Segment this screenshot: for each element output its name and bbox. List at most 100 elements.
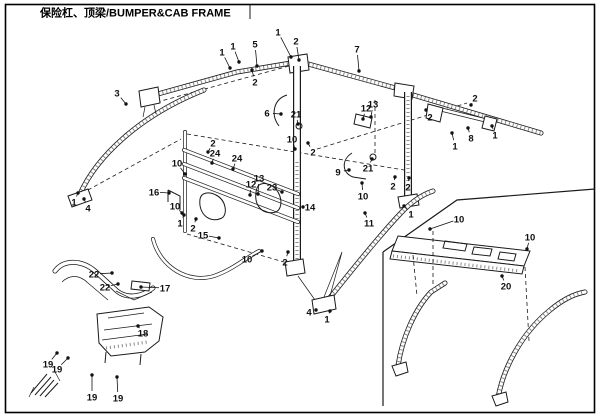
fastener-dot	[369, 115, 373, 119]
fastener-dot	[314, 308, 318, 312]
callout-label: 1	[275, 28, 281, 39]
callout-label: 2	[282, 258, 287, 269]
fastener-dot	[182, 213, 186, 217]
callout-leader	[252, 250, 263, 257]
callout-label: 8	[468, 134, 473, 145]
fastener-dot	[194, 217, 198, 221]
callout-label: 1	[492, 131, 498, 142]
fastener-dot	[293, 147, 297, 151]
fastener-dot	[363, 211, 367, 215]
fastener-dot	[360, 181, 364, 185]
fastener-dot	[260, 249, 264, 253]
fastener-dot	[231, 167, 235, 171]
fastener-dot	[286, 250, 290, 254]
callout-label: 1	[230, 42, 236, 53]
callout-label: 1	[324, 315, 330, 326]
fastener-dot	[256, 192, 260, 196]
callout-leader	[296, 46, 300, 61]
fastener-dot	[361, 117, 365, 121]
fastener-dot	[469, 103, 473, 107]
fastener-dot	[217, 236, 221, 240]
callout-label: 15	[198, 231, 209, 242]
roof-side-tube	[287, 53, 399, 89]
bumper-assembly	[55, 262, 164, 366]
roof-rear-edge-tube	[393, 82, 541, 133]
callout-label: 2	[310, 148, 315, 159]
callout-label: 1	[219, 48, 225, 59]
callout-label: 21	[363, 164, 374, 175]
fastener-dot	[110, 271, 114, 275]
fastener-dot	[525, 247, 529, 251]
fastener-dot	[183, 172, 187, 176]
callout-label: 24	[232, 154, 243, 165]
rear-pillar-tube	[311, 191, 433, 315]
callout-label: 22	[100, 283, 111, 294]
callout-label: 4	[306, 308, 312, 319]
callout-label: 2	[390, 182, 395, 193]
roof-front-tube	[138, 62, 297, 118]
callout-label: 13	[254, 174, 265, 185]
fastener-dot	[347, 168, 351, 172]
inset-right-pillar	[491, 292, 585, 407]
callout-label: 22	[89, 270, 100, 281]
callout-label: 18	[138, 329, 149, 340]
callout-label: 9	[335, 168, 340, 179]
bumper-plate	[96, 306, 164, 357]
callout-label: 2	[210, 139, 215, 150]
callout-label: 4	[85, 204, 91, 215]
callout-label: 1	[177, 219, 183, 230]
callout-leader	[99, 272, 113, 275]
callout-label: 14	[305, 203, 316, 214]
callout-label: 10	[172, 159, 183, 170]
fastener-dot	[280, 190, 284, 194]
callout-label: 19	[52, 365, 63, 376]
callout-label: 7	[354, 45, 359, 56]
fastener-dot	[289, 55, 293, 59]
strap-bracket	[343, 152, 367, 180]
front-frame-rails	[167, 94, 377, 233]
callout-label: 10	[358, 192, 369, 203]
callout-label: 10	[287, 135, 298, 146]
callout-label: 13	[368, 100, 379, 111]
callout-label: 21	[291, 110, 302, 121]
fastener-dot	[210, 161, 214, 165]
callout-label: 2	[293, 37, 298, 48]
fastener-dot	[167, 191, 171, 195]
callout-label: 2	[427, 113, 432, 124]
fastener-dot	[66, 356, 70, 360]
callout-label: 10	[525, 233, 536, 244]
callout-label: 19	[43, 360, 54, 371]
callout-label: 5	[252, 40, 258, 51]
brand-emblem	[28, 371, 61, 398]
fastener-dot	[82, 197, 86, 201]
fastener-dot	[424, 108, 428, 112]
fastener-dot	[55, 351, 59, 355]
callout-leader	[255, 49, 258, 67]
frame-loop-right	[255, 183, 282, 214]
fastener-dot	[450, 131, 454, 135]
callout-label: 11	[364, 219, 375, 230]
fastener-dot	[248, 193, 252, 197]
callout-label: 2	[252, 78, 257, 89]
fastener-dot	[76, 191, 80, 195]
callout-label: 12	[246, 180, 257, 191]
rear-panel-assembly	[389, 231, 531, 342]
fastener-dot	[139, 285, 143, 289]
callout-label: 1	[408, 210, 414, 221]
construction-lines	[87, 65, 468, 263]
callout-label: 24	[210, 149, 221, 160]
callout-label: 23	[267, 183, 278, 194]
fastener-dot	[279, 112, 283, 116]
fastener-dot	[466, 126, 470, 130]
fastener-dot	[228, 66, 232, 70]
callout-label: 1	[71, 198, 77, 209]
fastener-dot	[297, 58, 301, 62]
callout-label: 17	[160, 284, 171, 295]
callout-leader	[116, 376, 119, 393]
callout-leader	[234, 51, 240, 63]
fastener-dot	[124, 102, 128, 106]
callout-leader	[357, 54, 360, 72]
callout-label: 16	[149, 188, 160, 199]
fastener-dot	[255, 64, 259, 68]
